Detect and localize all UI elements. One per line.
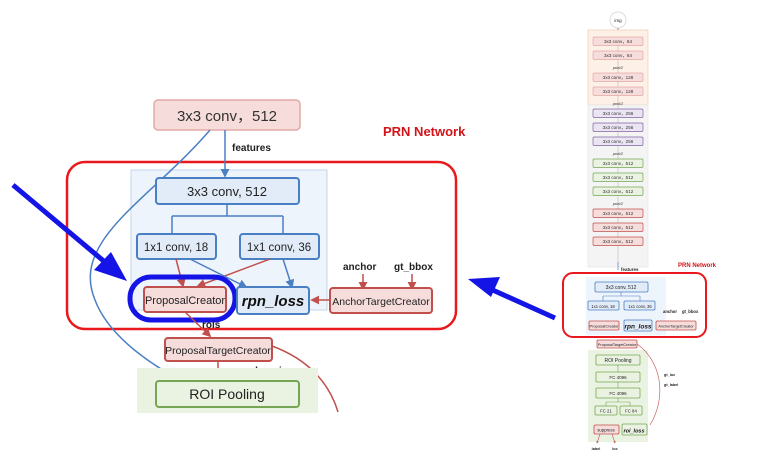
top-conv-label: 3x3 conv，512 [177,108,277,125]
mini-roi-pooling-label: ROI Pooling [605,358,632,364]
left-pointer-arrow [11,183,114,270]
mini-pool-label: pool/2 [612,152,624,156]
mini-fc-reg-label: FC 84 [625,409,637,414]
right-pointer-arrow [484,284,557,321]
mini-proposal-target-creator-label: ProposalTargetCreator [598,343,637,347]
mini-pool-label: pool/2 [612,66,624,70]
mini-backbone-label: 3x3 conv，64 [604,53,633,59]
mini-fc2-label: FC 4096 [609,391,627,396]
reg-conv-block [239,233,320,260]
mini-backbone: 3x3 conv，64 3x3 conv，64 pool/2 3x3 conv，128… [592,36,644,246]
mini-cls-conv-label: 1x1 conv, 18 [591,304,615,309]
mini-backbone-block [592,50,644,60]
mini-backbone-label: 3x3 conv，512 [603,211,634,217]
mini-backbone-block [592,222,644,232]
prn-network-title: PRN Network [383,124,466,139]
mini-anchor-target-creator-label: AnchorTargetCreator [658,325,694,329]
mini-backbone-label: 3x3 conv，512 [603,239,634,245]
mini-backbone-label: 3x3 conv，256 [603,139,634,145]
gt-bbox-label: gt_bbox [394,262,433,273]
proposal-creator-label: ProposalCreator [145,295,225,307]
roi-pooling-label: ROI Pooling [189,386,264,402]
mini-backbone-block [592,172,644,182]
rpn-loss-label: rpn_loss [242,293,305,310]
rpn-red-frame [65,160,458,331]
mini-rpn-conv-label: 3x3 conv, 512 [606,285,637,291]
reg-conv-label: 1x1 conv, 36 [247,242,311,254]
mini-backbone-label: 3x3 conv，256 [603,111,634,117]
mini-backbone-label: 3x3 conv，256 [603,125,634,131]
mini-backbone-block [592,208,644,218]
mini-roi-loss-label: roi_loss [623,429,644,435]
branch-lines [171,204,284,234]
mini-rpn-red-frame [562,272,707,338]
mini-rpn-loss-label: rpn_loss [624,324,651,331]
anchor-label: anchor [343,262,376,273]
anchor-target-creator-label: AnchorTargetCreator [332,296,430,308]
highlight-ring [127,274,238,323]
rpn-loss-block [236,286,310,315]
mini-backbone-label: 3x3 conv，512 [603,175,634,181]
mini-backbone-label: 3x3 conv，512 [603,161,634,167]
mini-anchor-label: anchor [663,309,677,314]
mini-fc-cls-label: FC 21 [600,409,612,414]
mini-backbone-block [592,122,644,132]
mini-backbone-block [592,236,644,246]
mini-input-label: img [614,18,622,23]
mini-suppress-label: suppress [597,428,614,433]
mini-backbone-block [592,36,644,46]
mini-backbone-block [592,72,644,82]
mini-backbone-block [592,186,644,196]
pointer-arrows [11,183,557,321]
mini-backbone-label: 3x3 conv，64 [604,39,633,45]
mini-prn-title: PRN Network [678,263,717,269]
cls-conv-label: 1x1 conv, 18 [144,242,208,254]
reg-to-proposal-red [196,258,271,288]
mini-backbone-block [592,136,644,146]
roi-pooling-block [155,380,300,408]
mini-backbone-label: 3x3 conv，128 [603,75,634,81]
cls-to-proposal-red [175,258,186,288]
mini-backbone-label: 3x3 conv，128 [603,89,634,95]
zoomed-diagram: 3x3 conv，512 features PRN Network 3x3 co… [65,99,466,413]
mini-out-label: label [592,447,601,451]
mini-gt-label-label: gt_label [664,383,678,387]
reg-to-loss-blue [282,258,295,289]
mini-gt-loc-label: gt_loc [664,373,675,377]
mini-features-label: features [621,267,639,272]
mini-out-loc: loc [612,447,618,451]
mini-backbone-block [592,108,644,118]
mini-backbone-block [592,86,644,96]
mini-reg-conv-label: 1x1 conv, 36 [628,304,652,309]
mini-backbone-label: 3x3 conv，512 [603,189,634,195]
mini-pool-label: pool/2 [612,202,624,206]
rpn-conv-label: 3x3 conv, 512 [187,184,267,199]
mini-backbone-block [592,158,644,168]
cls-to-loss-blue [189,258,248,288]
mini-fc1-label: FC 4096 [609,375,627,380]
top-conv-block [153,99,301,131]
mini-backbone-label: 3x3 conv，512 [603,225,634,231]
proposal-target-creator-label: ProposalTargetCreator [165,345,271,357]
mini-pool-label: pool/2 [612,102,624,106]
mini-proposal-creator-label: ProposalCreator [589,324,619,329]
features-label: features [232,143,271,154]
rois-label: rois [202,320,221,331]
mini-gt-bbox-label: gt_bbox [682,309,699,314]
